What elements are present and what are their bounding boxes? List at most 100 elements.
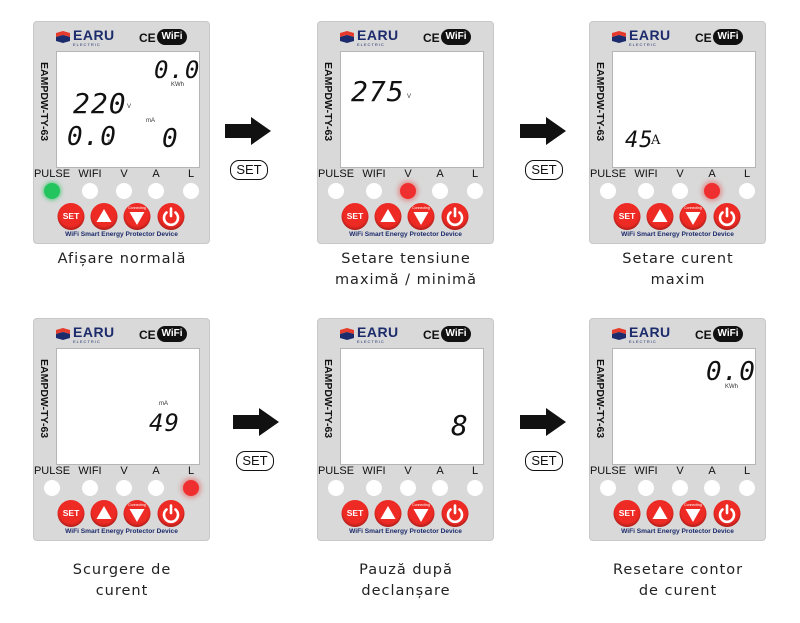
caption-line: declanșare xyxy=(361,583,451,599)
voltage-unit: V xyxy=(127,104,132,110)
set-key: SET xyxy=(230,160,268,180)
connecting-label: Connecting xyxy=(684,503,702,507)
led-wifi xyxy=(366,183,382,199)
up-button[interactable] xyxy=(646,500,674,527)
leakage-reading: 49 xyxy=(149,409,180,437)
device-footer: WiFi Smart Energy Protector Device xyxy=(621,231,734,238)
set-button[interactable]: SET xyxy=(57,203,85,230)
indicator-label-wifi: WIFI xyxy=(362,465,386,477)
leakage-unit: mA xyxy=(159,401,168,407)
down-button[interactable]: Connecting xyxy=(679,500,707,527)
earu-logo-icon xyxy=(56,327,70,340)
set-key: SET xyxy=(525,451,563,471)
set-button[interactable]: SET xyxy=(613,203,641,230)
ce-mark: CE xyxy=(695,328,712,342)
caption-line: maximă / minimă xyxy=(334,272,478,288)
up-button[interactable] xyxy=(374,203,402,230)
led-a xyxy=(432,480,448,496)
down-button[interactable]: Connecting xyxy=(123,203,151,230)
power-button[interactable] xyxy=(441,203,469,230)
led-pulse xyxy=(600,183,616,199)
set-button[interactable]: SET xyxy=(613,500,641,527)
ce-mark: CE xyxy=(423,31,440,45)
wifi-badge: WiFi xyxy=(713,326,743,342)
pause-reading: 8 xyxy=(451,409,469,442)
brand-name: EARU xyxy=(629,27,671,43)
led-v xyxy=(672,183,688,199)
current-unit: A xyxy=(651,133,661,148)
led-wifi xyxy=(638,183,654,199)
device-footer: WiFi Smart Energy Protector Device xyxy=(349,231,462,238)
led-pulse xyxy=(328,183,344,199)
set-button[interactable]: SET xyxy=(341,203,369,230)
device-footer: WiFi Smart Energy Protector Device xyxy=(621,528,734,535)
down-button[interactable]: Connecting xyxy=(407,203,435,230)
set-button-label: SET xyxy=(346,508,364,518)
led-v xyxy=(400,183,416,199)
down-button[interactable]: Connecting xyxy=(679,203,707,230)
lcd-screen: mA 49 xyxy=(56,348,200,465)
connecting-label: Connecting xyxy=(684,206,702,210)
power-button[interactable] xyxy=(713,203,741,230)
indicator-label-a: A xyxy=(152,465,160,477)
indicator-label-l: L xyxy=(743,168,751,180)
power-button[interactable] xyxy=(713,500,741,527)
model-number: EAMPDW-TY-63 xyxy=(38,62,50,142)
power-button[interactable] xyxy=(157,203,185,230)
indicator-label-v: V xyxy=(676,465,684,477)
wifi-badge: WiFi xyxy=(441,29,471,45)
wifi-badge: WiFi xyxy=(441,326,471,342)
set-button-label: SET xyxy=(618,508,636,518)
current-reading: 0.0 xyxy=(67,122,117,152)
led-wifi xyxy=(638,480,654,496)
wifi-badge: WiFi xyxy=(713,29,743,45)
down-button[interactable]: Connecting xyxy=(123,500,151,527)
model-number: EAMPDW-TY-63 xyxy=(594,359,606,439)
lcd-screen: 8 xyxy=(340,348,484,465)
voltage-unit: V xyxy=(407,94,412,100)
set-button[interactable]: SET xyxy=(57,500,85,527)
led-l xyxy=(739,480,755,496)
led-a xyxy=(148,480,164,496)
caption-line: Afișare normală xyxy=(57,251,187,267)
connecting-label: Connecting xyxy=(128,206,146,210)
down-button[interactable]: Connecting xyxy=(407,500,435,527)
power-button[interactable] xyxy=(157,500,185,527)
power-button[interactable] xyxy=(441,500,469,527)
up-button[interactable] xyxy=(646,203,674,230)
up-button[interactable] xyxy=(374,500,402,527)
set-button-label: SET xyxy=(62,211,80,221)
indicator-label-l: L xyxy=(187,168,195,180)
set-button[interactable]: SET xyxy=(341,500,369,527)
led-v xyxy=(400,480,416,496)
brand-name: EARU xyxy=(357,324,399,340)
up-button[interactable] xyxy=(90,500,118,527)
earu-logo-icon xyxy=(340,327,354,340)
indicator-label-a: A xyxy=(436,168,444,180)
indicator-label-pulse: PULSE xyxy=(317,168,355,180)
led-l xyxy=(183,480,199,496)
led-pulse xyxy=(44,183,60,199)
indicator-label-pulse: PULSE xyxy=(317,465,355,477)
ce-mark: CE xyxy=(139,328,156,342)
set-key: SET xyxy=(525,160,563,180)
brand-name: EARU xyxy=(73,324,115,340)
up-button[interactable] xyxy=(90,203,118,230)
ce-mark: CE xyxy=(139,31,156,45)
led-a xyxy=(148,183,164,199)
